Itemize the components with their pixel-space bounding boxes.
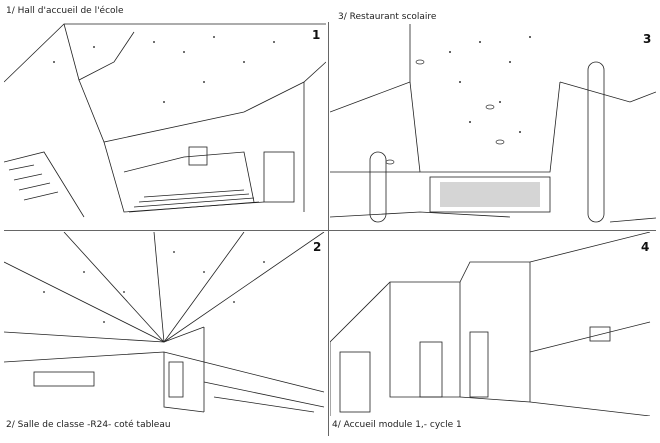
panel-number-4: 4 xyxy=(641,240,650,254)
panel-number-2: 2 xyxy=(313,240,322,254)
sketch-classroom xyxy=(4,232,325,413)
caption-accueil-module: 4/ Accueil module 1,- cycle 1 xyxy=(332,420,462,430)
panel-accueil-module xyxy=(330,232,656,416)
sketch-restaurant xyxy=(330,24,656,223)
caption-classroom: 2/ Salle de classe -R24- coté tableau xyxy=(6,420,171,430)
panel-hall xyxy=(4,22,326,228)
caption-hall: 1/ Hall d'accueil de l'école xyxy=(6,6,124,16)
panel-restaurant xyxy=(330,22,656,228)
vertical-divider xyxy=(328,22,329,436)
panel-number-1: 1 xyxy=(312,28,321,42)
sketch-hall xyxy=(4,23,326,218)
sketch-accueil-module xyxy=(330,232,651,416)
panel-number-3: 3 xyxy=(643,32,652,46)
horizontal-divider xyxy=(4,230,656,231)
panel-classroom xyxy=(4,232,326,416)
caption-restaurant: 3/ Restaurant scolaire xyxy=(338,12,437,22)
